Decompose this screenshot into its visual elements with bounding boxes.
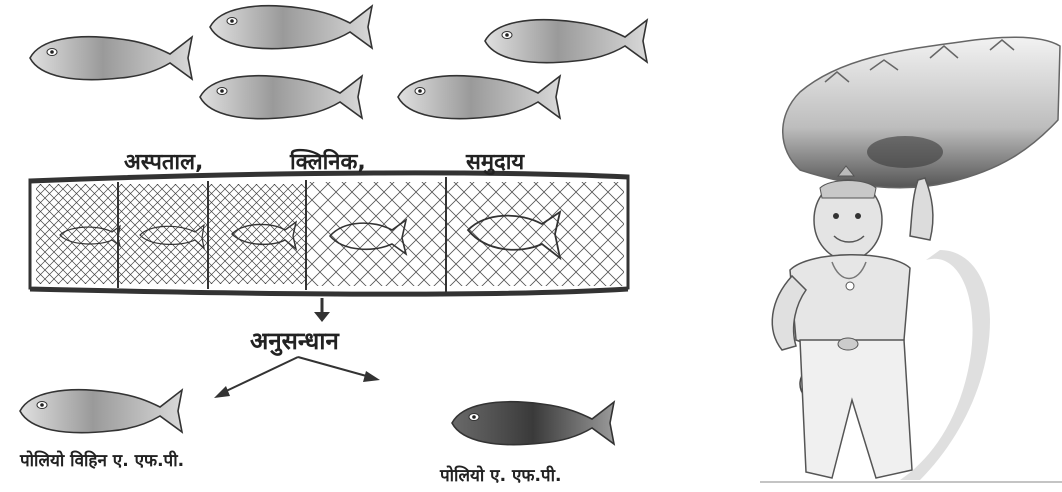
fish-icon xyxy=(398,76,560,119)
research-label: अनुसन्धान xyxy=(250,324,339,357)
fish-icon xyxy=(210,6,372,49)
arrow-down-icon xyxy=(314,298,330,322)
hanuman-illustration xyxy=(760,37,1062,482)
fish-icon xyxy=(485,20,647,63)
arrow-left-icon xyxy=(214,357,298,398)
fish-icon xyxy=(30,37,192,80)
category-community: समुदाय xyxy=(466,146,524,176)
arrow-right-icon xyxy=(298,357,380,382)
net-icon xyxy=(30,172,628,295)
fish-icon xyxy=(20,390,182,433)
outcome-polio-label: पोलियो ए. एफ.पी. xyxy=(440,463,561,486)
outcome-non-polio-label: पोलियो विहिन ए. एफ.पी. xyxy=(20,448,184,471)
fish-icon xyxy=(200,76,362,119)
category-hospital: अस्पताल, xyxy=(124,146,203,176)
fish-icon xyxy=(452,402,614,445)
category-clinic: क्लिनिक, xyxy=(290,146,366,176)
